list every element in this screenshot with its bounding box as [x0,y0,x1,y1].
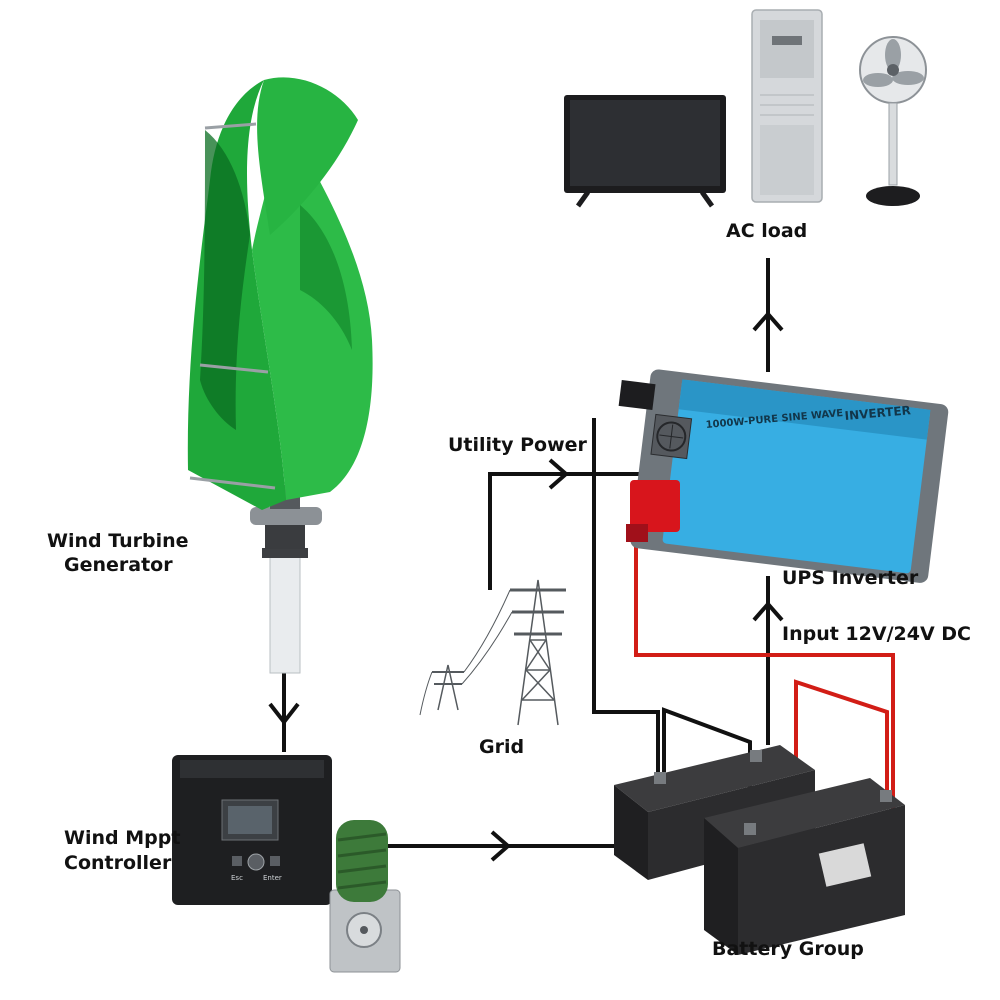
controller-label-line1: Wind Mppt [64,827,180,849]
battery-icon [704,778,905,955]
inverter-terminals [626,480,680,542]
controller-icon [172,755,332,905]
battery-positive-wire-2 [794,679,889,808]
utility-arrow [548,458,570,490]
utility-power-label: Utility Power [448,434,588,456]
utility-power-wire [488,472,640,590]
controller-arrow [490,830,512,862]
battery-negative-wire-1 [592,418,660,772]
tv-icon [564,95,726,208]
input-dc-label: Input 12V/24V DC [782,623,971,645]
ac-output-arrow [752,310,784,332]
controller-label-line2: Controller [64,852,172,874]
ups-inverter-label: UPS Inverter [782,567,919,589]
grid-label: Grid [479,736,524,758]
battery-group-label: Battery Group [712,938,864,960]
resistor-icon [329,820,401,973]
turbine-icon [187,77,373,674]
wind-turbine-label-line2: Generator [64,554,173,576]
fan-icon [859,36,927,206]
power-tower-icon [419,579,566,726]
turbine-arrow [268,702,300,726]
controller-esc-label: Esc [231,874,243,882]
battery-positive-wire-1 [634,538,895,810]
ac-load-label: AC load [726,220,807,242]
controller-enter-label: Enter [263,874,282,882]
dc-input-arrow [752,600,784,622]
wind-turbine-label-line1: Wind Turbine [47,530,189,552]
wiring [268,258,895,862]
inverter-brand-text: INVERTER [844,403,911,423]
inverter-icon [618,369,949,583]
air-conditioner-icon [751,9,823,203]
